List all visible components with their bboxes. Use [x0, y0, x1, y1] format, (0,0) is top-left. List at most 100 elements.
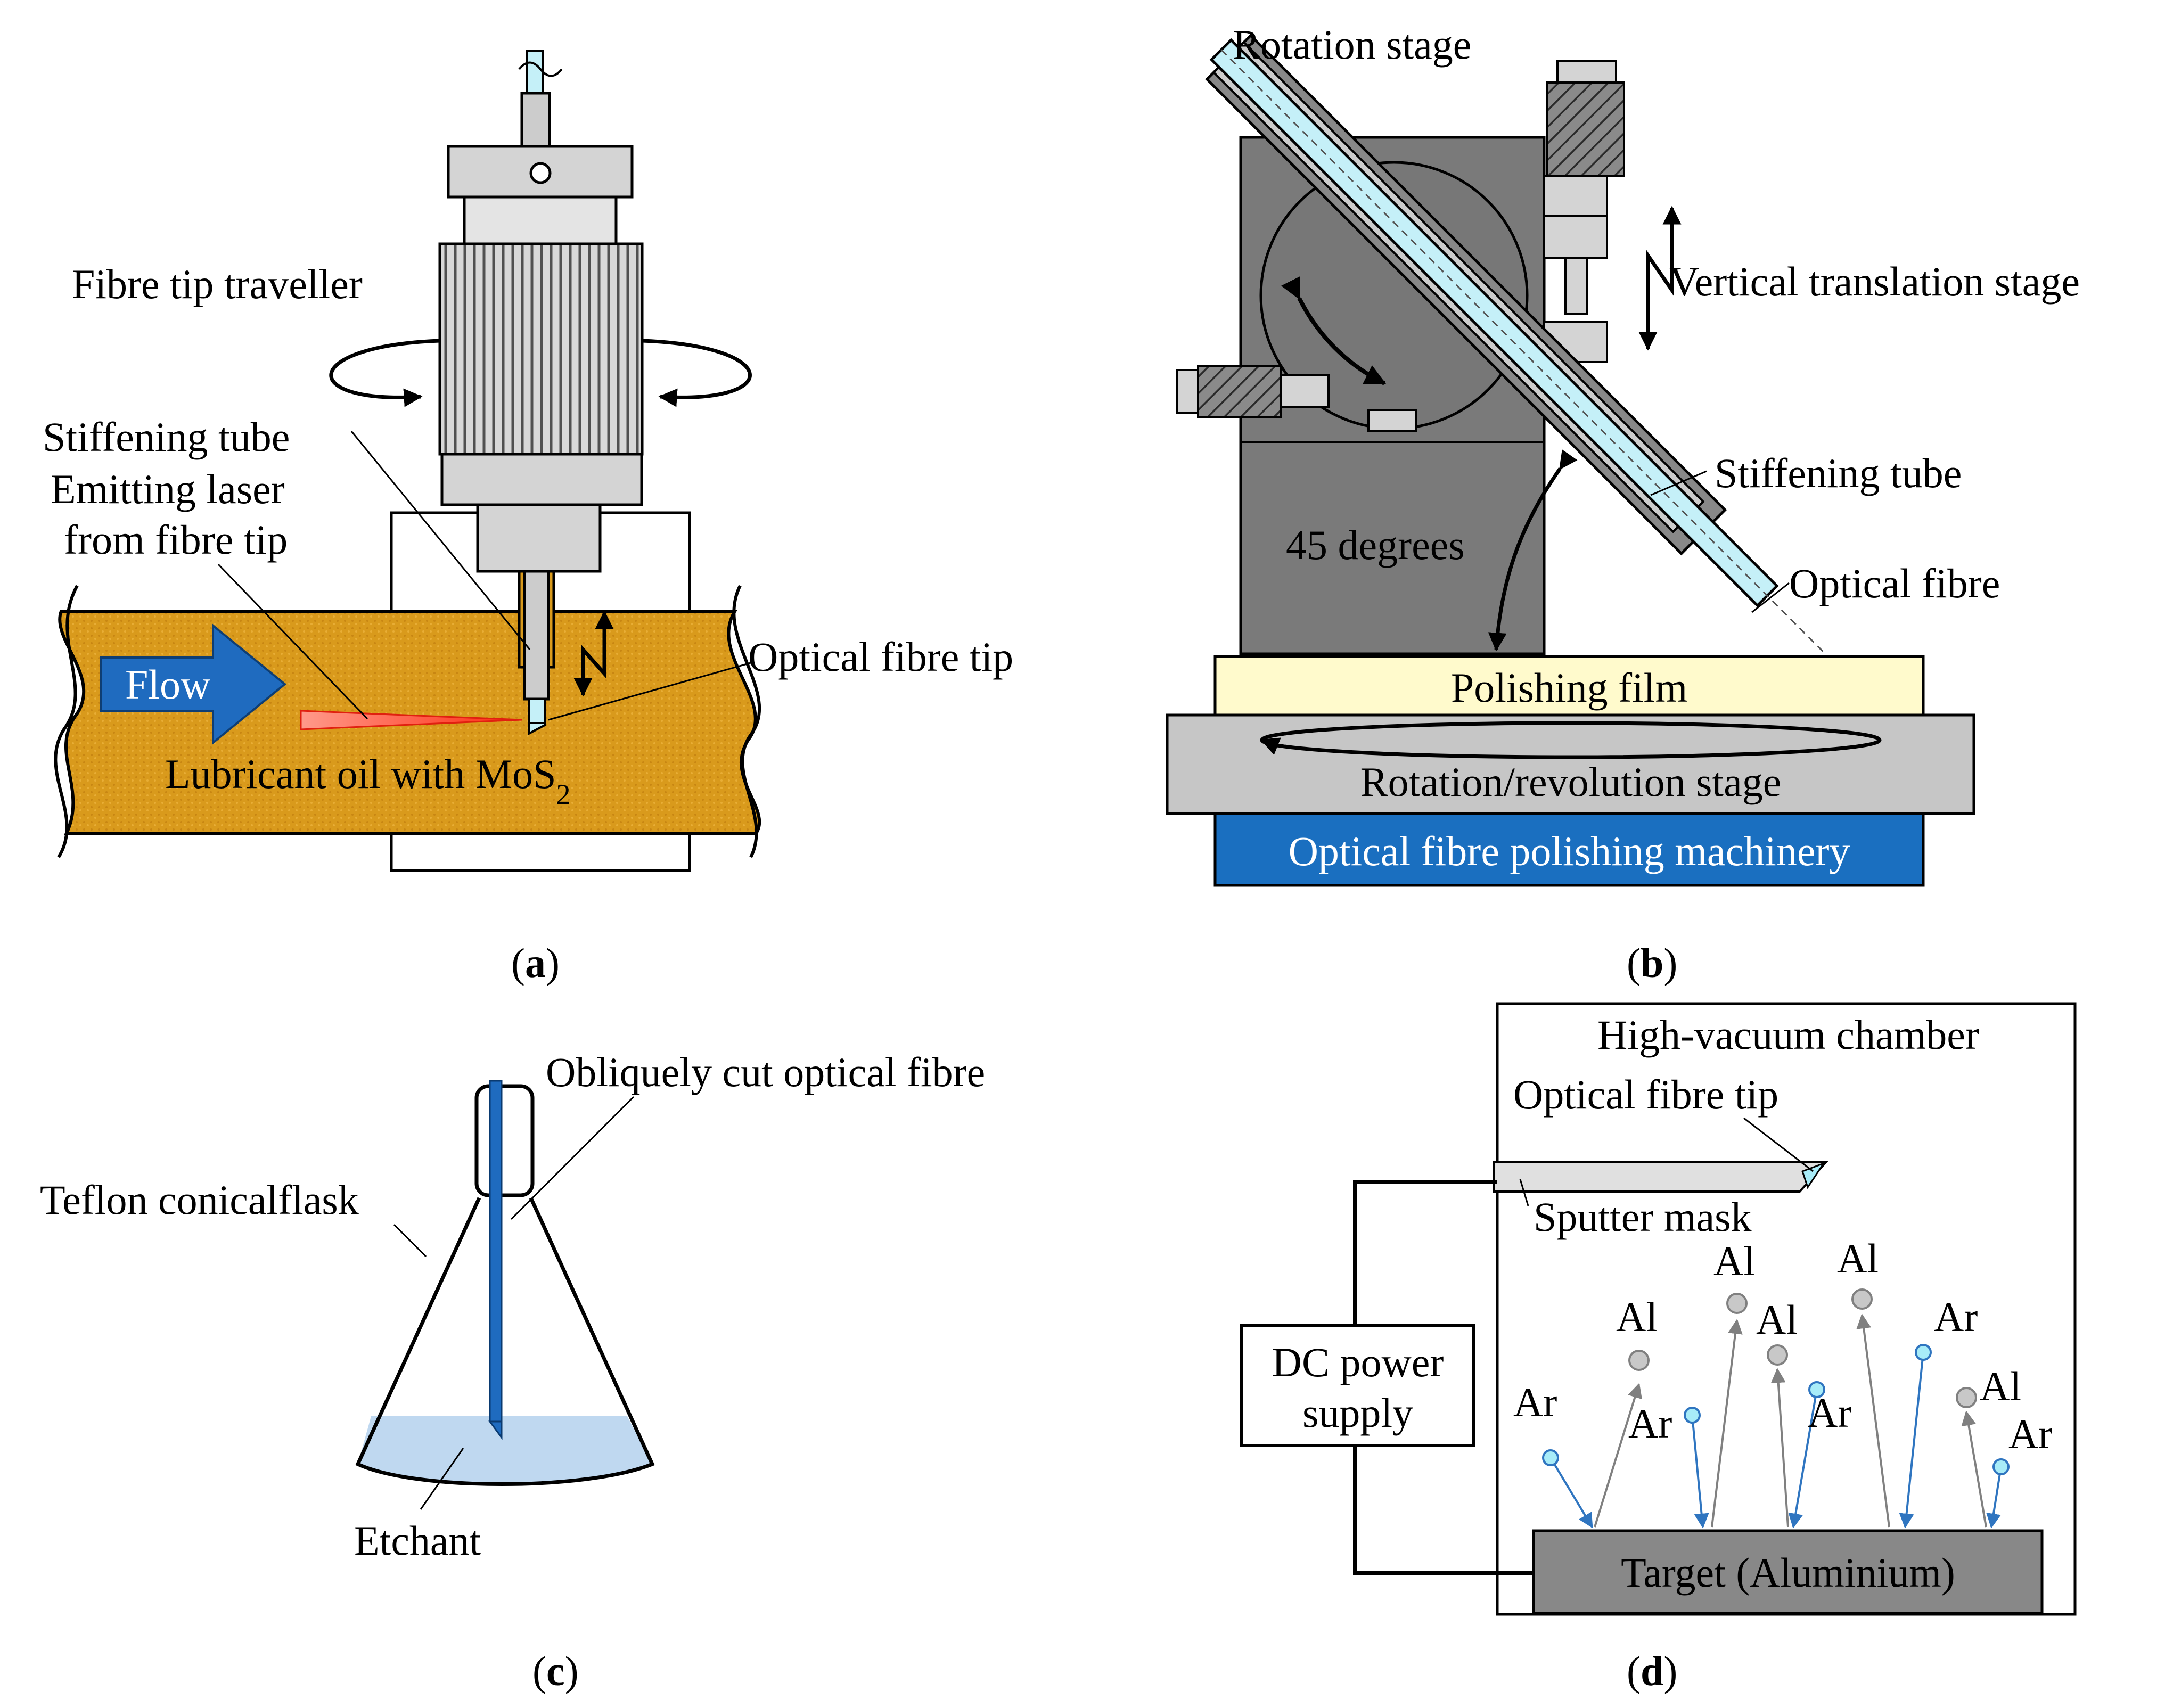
leader-stiffening-tube: [350, 431, 531, 650]
ar-particle: [1808, 1381, 1825, 1398]
label-traveller: Fibre tip traveller: [72, 261, 363, 307]
sputter-mask: [1493, 1161, 1829, 1193]
aluminium-atoms: [1594, 1288, 1987, 1528]
al-trajectory: [1594, 1383, 1642, 1528]
label-angle: 45 degrees: [1286, 522, 1465, 568]
al-particle: [1851, 1288, 1873, 1310]
leader-laser: [217, 563, 368, 720]
argon-ions: [1542, 1344, 2010, 1529]
set-screw-icon: [529, 162, 552, 184]
particle-label: Al: [1616, 1294, 1658, 1340]
fibre-top: [526, 50, 544, 94]
caption-d: (d): [1627, 1648, 1677, 1694]
revolution-arrowhead: [1260, 737, 1281, 755]
label-rotation-stage: Rotation stage: [1233, 21, 1471, 68]
vertical-translation-arrow: [1646, 206, 1682, 346]
particle-label: Ar: [2008, 1411, 2052, 1457]
label-obliquely-cut: Obliquely cut optical fibre: [546, 1049, 985, 1095]
label-vertical-stage: Vertical translation stage: [1669, 258, 2080, 305]
left-micrometer-knob[interactable]: [1197, 365, 1282, 418]
vertical-stage-upper: [1543, 215, 1608, 259]
vertical-stage-knob[interactable]: [1546, 81, 1625, 177]
fibre-assembly-45: [1205, 34, 1825, 653]
angle-arrow: [1488, 449, 1578, 652]
disc-tab: [1367, 409, 1417, 432]
label-polishing-film: Polishing film: [1451, 664, 1687, 711]
pipe-break-right: [732, 585, 761, 858]
aluminium-target: [1532, 1529, 2044, 1615]
al-particle: [1726, 1293, 1748, 1314]
particle-label: Ar: [1934, 1294, 1978, 1340]
al-trajectory: [1856, 1313, 1890, 1528]
fibre-axis: [1220, 49, 1825, 653]
optical-fibre-a: [528, 698, 546, 724]
ar-trajectory: [1788, 1389, 1818, 1529]
wire-top: [1353, 1180, 1497, 1326]
rotation-arrow-right: [642, 339, 752, 407]
label-stiffening-tube-a: Stiffening tube: [43, 414, 290, 460]
leader-etchant: [420, 1448, 464, 1510]
traveller-lower-collar: [440, 453, 643, 506]
al-particle: [1767, 1344, 1788, 1366]
left-micrometer-cap: [1176, 369, 1199, 414]
label-fibre-tip-d: Optical fibre tip: [1513, 1071, 1778, 1118]
label-optical-fibre-tip-a: Optical fibre tip: [748, 634, 1013, 680]
panel-b: Rotation stage Vertical translation stag…: [1166, 21, 2080, 986]
obliquely-cut-fibre: [489, 1080, 503, 1423]
label-machinery: Optical fibre polishing machinery: [1289, 828, 1850, 874]
leader-fibre-tip: [548, 662, 751, 721]
al-trajectory: [1770, 1368, 1789, 1528]
panel-a: Flow Fibre tip traveller Stiffening tube…: [43, 50, 1013, 986]
ar-particle: [1992, 1458, 2010, 1475]
polishing-machinery: [1213, 812, 1925, 887]
fibre-break-mark: [518, 61, 563, 77]
particle-label: Al: [1756, 1296, 1798, 1343]
al-particle: [1628, 1350, 1650, 1371]
flask-body: [355, 1197, 655, 1486]
caption-b: (b): [1627, 940, 1677, 986]
traveller-knurled-body[interactable]: [438, 242, 644, 456]
leader-flask: [393, 1223, 427, 1258]
leader-sputter-mask: [1519, 1179, 1529, 1206]
particle-label: Al: [1713, 1238, 1755, 1284]
particle-label: Al: [1980, 1363, 2021, 1409]
stiffening-tube: [523, 570, 550, 701]
left-micrometer-barrel: [1280, 374, 1330, 408]
ar-particle: [1915, 1344, 1932, 1361]
flask-stopper: [474, 1084, 535, 1197]
al-trajectory: [1961, 1410, 1987, 1528]
label-flask: Teflon conicalflask: [40, 1177, 359, 1223]
flow-label: Flow: [125, 661, 210, 708]
ar-trajectory: [1691, 1415, 1709, 1529]
label-oil: Lubricant oil with MoS2: [165, 751, 570, 810]
particle-label: Ar: [1513, 1379, 1557, 1425]
leader-obliquely-cut: [510, 1096, 635, 1220]
ar-trajectory: [1549, 1457, 1593, 1529]
etchant-liquid: [358, 1416, 652, 1484]
label-stiffening-tube-b: Stiffening tube: [1715, 450, 1962, 496]
label-target: Target (Aluminium): [1621, 1549, 1955, 1596]
leader-stiffening-tube-b: [1650, 470, 1707, 496]
vertical-stage-top: [1556, 60, 1617, 84]
panel-c: Obliquely cut optical fibre Teflon conic…: [40, 1049, 985, 1694]
vertical-stage-stem: [1564, 257, 1588, 315]
label-optical-fibre-b: Optical fibre: [1789, 560, 2000, 606]
rotation-arrow-left: [329, 339, 440, 407]
traveller-neck: [476, 503, 602, 573]
panel-d: Al Al Al Al Al Ar Ar Ar Ar Ar High-vacuu…: [1240, 1002, 2077, 1694]
polishing-film: [1213, 655, 1925, 717]
label-emitting-laser-2: from fibre tip: [64, 516, 288, 563]
label-power-1: DC power: [1272, 1339, 1444, 1385]
dc-power-supply: [1240, 1324, 1475, 1447]
leader-fibre-tip-d: [1743, 1117, 1814, 1172]
leader-optical-fibre-b: [1751, 582, 1790, 613]
particle-label: Ar: [1808, 1390, 1851, 1436]
ar-particle: [1542, 1449, 1559, 1466]
shaft-top: [520, 92, 551, 148]
traveller-collar: [463, 195, 618, 247]
label-rotation-revolution: Rotation/revolution stage: [1360, 759, 1782, 805]
particle-label: Ar: [1628, 1400, 1672, 1447]
ar-trajectory: [1899, 1352, 1924, 1529]
wire-bottom: [1353, 1446, 1534, 1575]
